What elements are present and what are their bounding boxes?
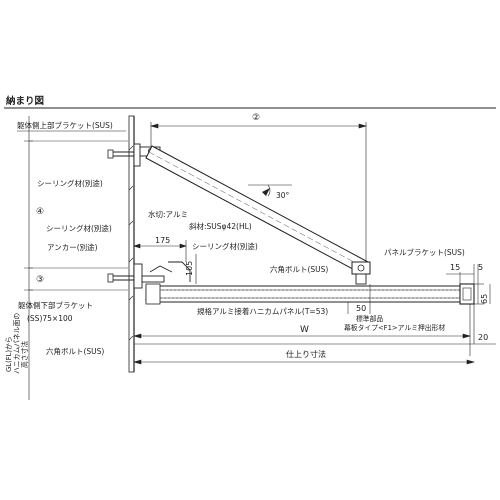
angle-indicator	[248, 184, 292, 197]
dimension-right-lines	[446, 264, 491, 305]
dimension-175-line	[133, 240, 187, 262]
label-hex-bolt-left: 六角ボルト(SUS)	[46, 346, 104, 356]
label-lower-bracket-2: (SS)75×100	[27, 314, 73, 323]
label-upper-bracket: 躯体側上部ブラケット(SUS)	[17, 120, 113, 130]
vertical-label-line2: ハニカムパネル面の	[13, 313, 21, 374]
dim-175: 175	[155, 236, 170, 245]
dim-circled-4: ④	[36, 207, 44, 217]
dim-105: 105	[185, 261, 194, 276]
vertical-label-line1: GL(FL)から	[5, 336, 13, 372]
dim-20: 20	[478, 333, 488, 342]
dim-circled-3: ③	[36, 275, 44, 285]
dimension-50-line	[347, 284, 371, 314]
label-sealing-1: シーリング材(別途)	[37, 178, 103, 188]
label-lower-bracket-1: 躯体側下部ブラケット	[18, 300, 93, 310]
label-diagonal: 斜材:SUSφ42(HL)	[189, 221, 252, 231]
vertical-height-label: GL(FL)から ハニカムパネル面の 高さ寸法	[5, 313, 29, 374]
angle-label: 30°	[276, 191, 290, 200]
label-anchor: アンカー(別途)	[47, 242, 98, 252]
label-sealing-3: シーリング材(別途)	[192, 241, 258, 251]
lower-bracket	[107, 261, 191, 289]
dim-5: 5	[478, 263, 483, 272]
label-drip: 水切:アルミ	[148, 209, 188, 219]
dimension-2-line	[149, 122, 368, 262]
fascia-end-profile	[459, 283, 475, 305]
building-wall	[128, 115, 135, 373]
label-hex-bolt-right: 六角ボルト(SUS)	[270, 264, 328, 274]
honeycomb-panel	[145, 283, 471, 305]
label-panel: 規格アルミ接着ハニカムパネル(T=53)	[197, 306, 328, 316]
label-sealing-2: シーリング材(別途)	[46, 223, 112, 233]
dim-65: 65	[480, 294, 489, 304]
label-panel-bracket: パネルブラケット(SUS)	[384, 247, 465, 257]
dim-50: 50	[356, 304, 366, 313]
section-title: 納まり図	[6, 95, 44, 107]
dim-15: 15	[450, 263, 460, 272]
vertical-label-line3: 高さ寸法	[20, 341, 29, 368]
dim-w: W	[300, 325, 309, 335]
wall-extension-lines	[29, 140, 128, 291]
label-fascia: 幕板タイプ<F1>アルミ押出形材	[344, 323, 445, 332]
label-standard-parts: 標準部品	[356, 314, 383, 323]
finish-dimension-label: 仕上り寸法	[286, 349, 326, 359]
panel-bracket	[351, 261, 371, 285]
dim-circled-2: ②	[252, 113, 260, 123]
dimension-bottom-lines	[132, 304, 496, 365]
